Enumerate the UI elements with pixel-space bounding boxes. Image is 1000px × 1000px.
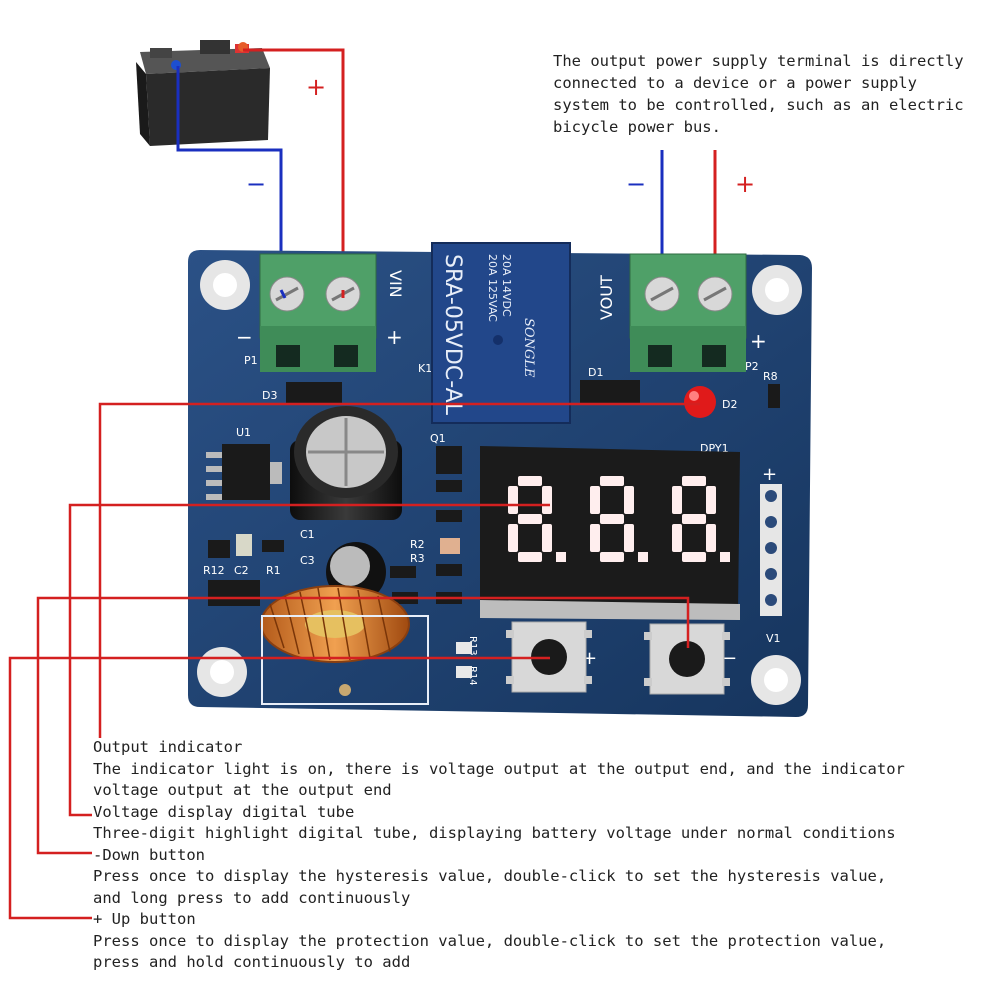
display-segment [706, 524, 716, 552]
display-segment [518, 552, 542, 562]
r14-label: R14 [467, 666, 478, 686]
output-plus-sign: + [735, 170, 755, 198]
p2-label: P2 [745, 360, 759, 373]
d3-label: D3 [262, 389, 277, 402]
callout-title-voltage-display: Voltage display digital tube [93, 802, 355, 821]
btn-down-sign: − [722, 648, 737, 669]
display-segment [624, 486, 634, 514]
mount-hole [751, 655, 801, 705]
display-segment [542, 524, 552, 552]
r12-label: R12 [203, 564, 225, 577]
mount-hole [197, 647, 247, 697]
display-digit [590, 476, 648, 562]
callout-line-voltage-display [68, 503, 550, 817]
pin-header-v1 [760, 484, 782, 616]
display-segment [518, 476, 542, 486]
relay-model: SRA-05VDC-AL [440, 254, 465, 416]
voltage-display [480, 446, 740, 620]
p1-minus: − [236, 325, 253, 349]
output-indicator-led [684, 386, 716, 418]
callout-line-output-indicator [98, 402, 700, 738]
r2-label: R2 [410, 538, 425, 551]
d1-label: D1 [588, 366, 603, 379]
diode-d1 [580, 380, 640, 404]
battery-positive-wire [243, 48, 345, 290]
chip-u1 [206, 444, 282, 500]
display-segment [508, 486, 518, 514]
callout-line-up-button [8, 656, 550, 920]
display-decimal-point [720, 552, 730, 562]
input-terminal-p1 [259, 253, 377, 372]
battery-plus-sign: + [306, 73, 326, 101]
callout-title-down-button: -Down button [93, 845, 205, 864]
callout-desc-voltage-display: Three-digit highlight digital tube, disp… [93, 824, 896, 842]
display-segment [590, 524, 600, 552]
r1-label: R1 [266, 564, 281, 577]
callout-title-output-indicator: Output indicator [93, 738, 243, 756]
display-digit [508, 476, 566, 562]
callout-line-down-button [36, 596, 690, 855]
callout-desc-output-indicator: The indicator light is on, there is volt… [93, 759, 905, 800]
output-terminal-note: The output power supply terminal is dire… [553, 52, 964, 136]
display-decimal-point [638, 552, 648, 562]
v1-label: V1 [766, 632, 781, 645]
u1-label: U1 [236, 426, 251, 439]
resistor-r8 [768, 384, 780, 408]
battery-minus-sign: − [246, 170, 266, 198]
p1-plus: + [386, 325, 403, 349]
relay-k1: SRA-05VDC-AL 20A 14VDC 20A 125VAC SONGLE [431, 242, 571, 424]
relay-brand: SONGLE [521, 318, 536, 378]
display-segment [682, 514, 706, 524]
display-segment [672, 486, 682, 514]
p1-label: P1 [244, 354, 258, 367]
relay-rating-2: 20A 125VAC [486, 254, 499, 322]
c3-label: C3 [300, 554, 315, 567]
capacitor-c1 [290, 406, 402, 520]
callout-desc-up-button: Press once to display the protection val… [93, 931, 887, 972]
display-segment [706, 486, 716, 514]
display-segment [672, 524, 682, 552]
r8-label: R8 [763, 370, 778, 383]
battery-negative-wire [176, 66, 283, 290]
display-segment [624, 524, 634, 552]
vout-label: VOUT [597, 275, 616, 320]
q1-label: Q1 [430, 432, 446, 445]
display-segment [600, 476, 624, 486]
callout-title-up-button: + Up button [93, 910, 196, 928]
diode-d3 [286, 382, 342, 404]
c2-label: C2 [234, 564, 249, 577]
display-segment [600, 552, 624, 562]
callout-list: Output indicator The indicator light is … [93, 737, 993, 974]
output-terminal-p2 [629, 253, 747, 372]
mount-hole [752, 265, 802, 315]
display-segment [682, 552, 706, 562]
relay-rating-1: 20A 14VDC [500, 254, 513, 317]
callout-desc-down-button: Press once to display the hysteresis val… [93, 867, 887, 907]
display-digit [672, 476, 730, 562]
c1-label: C1 [300, 528, 315, 541]
r13-label: R13 [467, 636, 478, 656]
display-decimal-point [556, 552, 566, 562]
k1-label: K1 [418, 362, 432, 375]
mount-hole [200, 260, 250, 310]
vin-label: VIN [386, 270, 405, 298]
battery-icon [136, 40, 270, 146]
r3-label: R3 [410, 552, 425, 565]
display-segment [682, 476, 706, 486]
display-segment [518, 514, 542, 524]
d2-label: D2 [722, 398, 737, 411]
display-segment [508, 524, 518, 552]
display-segment [600, 514, 624, 524]
p2-plus: + [750, 329, 767, 353]
v1-plus: + [762, 464, 777, 485]
smd-components [208, 446, 472, 678]
display-segment [590, 486, 600, 514]
output-minus-sign: − [626, 170, 646, 198]
display-segment [542, 486, 552, 514]
